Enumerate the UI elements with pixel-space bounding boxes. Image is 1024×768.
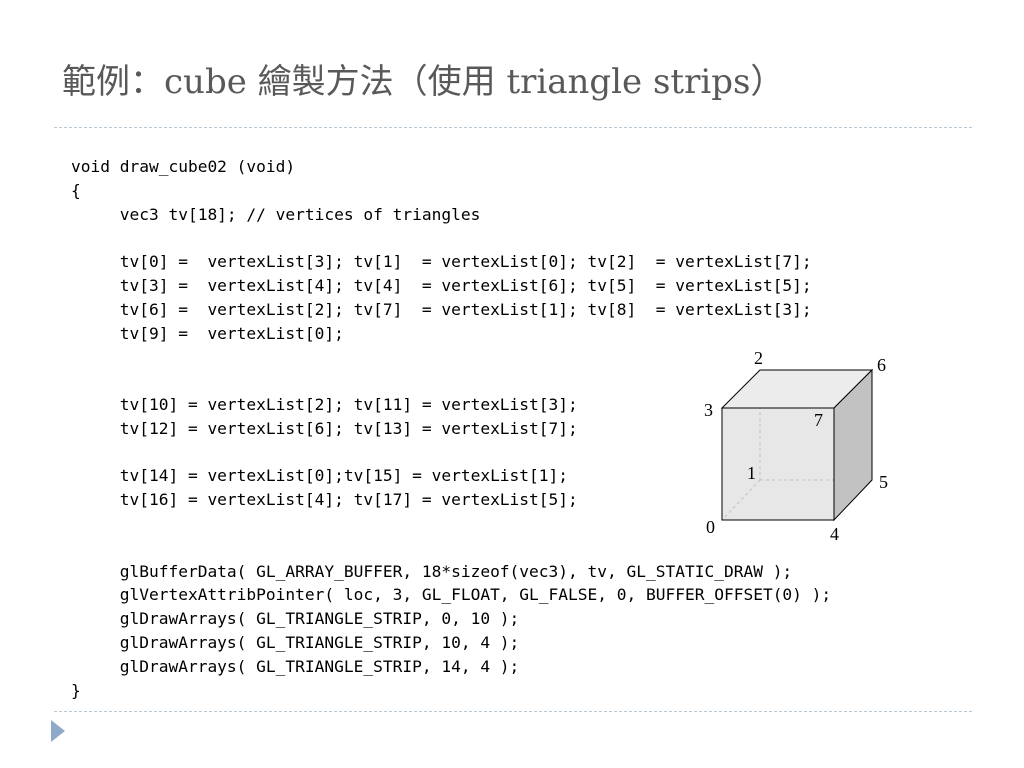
- code-line: glVertexAttribPointer( loc, 3, GL_FLOAT,…: [71, 585, 832, 605]
- code-line: tv[9] = vertexList[0];: [71, 323, 344, 343]
- code-line: tv[14] = vertexList[0];tv[15] = vertexLi…: [71, 466, 569, 486]
- code-line: glDrawArrays( GL_TRIANGLE_STRIP, 0, 10 )…: [71, 609, 520, 629]
- code-line: {: [71, 180, 81, 200]
- code-line: vec3 tv[18]; // vertices of triangles: [71, 204, 481, 224]
- slide-title: 範例：cube 繪製方法（使用 triangle strips）: [62, 62, 785, 102]
- cube-vertex-label-3: 3: [704, 400, 713, 420]
- code-line: tv[3] = vertexList[4]; tv[4] = vertexLis…: [71, 275, 812, 295]
- cube-vertex-label-2: 2: [754, 348, 763, 368]
- cube-vertex-label-4: 4: [830, 524, 839, 544]
- code-line: glDrawArrays( GL_TRIANGLE_STRIP, 14, 4 )…: [71, 656, 520, 676]
- cube-front-face: [721, 407, 835, 521]
- cube-vertex-label-5: 5: [879, 472, 888, 492]
- cube-vertex-label-0: 0: [706, 517, 715, 537]
- code-line: tv[0] = vertexList[3]; tv[1] = vertexLis…: [71, 252, 812, 272]
- code-listing: void draw_cube02 (void) { vec3 tv[18]; /…: [71, 155, 831, 702]
- next-slide-arrow-icon[interactable]: [51, 720, 65, 742]
- code-line: void draw_cube02 (void): [71, 157, 296, 176]
- cube-vertex-label-1: 1: [747, 463, 756, 483]
- code-line: glBufferData( GL_ARRAY_BUFFER, 18*sizeof…: [71, 561, 793, 581]
- cube-vertex-label-7: 7: [814, 410, 823, 430]
- code-line: }: [71, 680, 81, 700]
- code-line: tv[6] = vertexList[2]; tv[7] = vertexLis…: [71, 299, 812, 319]
- code-line: tv[16] = vertexList[4]; tv[17] = vertexL…: [71, 490, 578, 510]
- code-line: tv[10] = vertexList[2]; tv[11] = vertexL…: [71, 394, 578, 414]
- code-line: tv[12] = vertexList[6]; tv[13] = vertexL…: [71, 418, 578, 438]
- title-divider: [54, 127, 972, 128]
- code-line: glDrawArrays( GL_TRIANGLE_STRIP, 10, 4 )…: [71, 632, 520, 652]
- cube-diagram: 0 1 2 3 4 5 6 7: [704, 348, 888, 544]
- footer-divider: [54, 711, 972, 712]
- code-line: [71, 226, 831, 250]
- cube-vertex-label-6: 6: [877, 355, 886, 375]
